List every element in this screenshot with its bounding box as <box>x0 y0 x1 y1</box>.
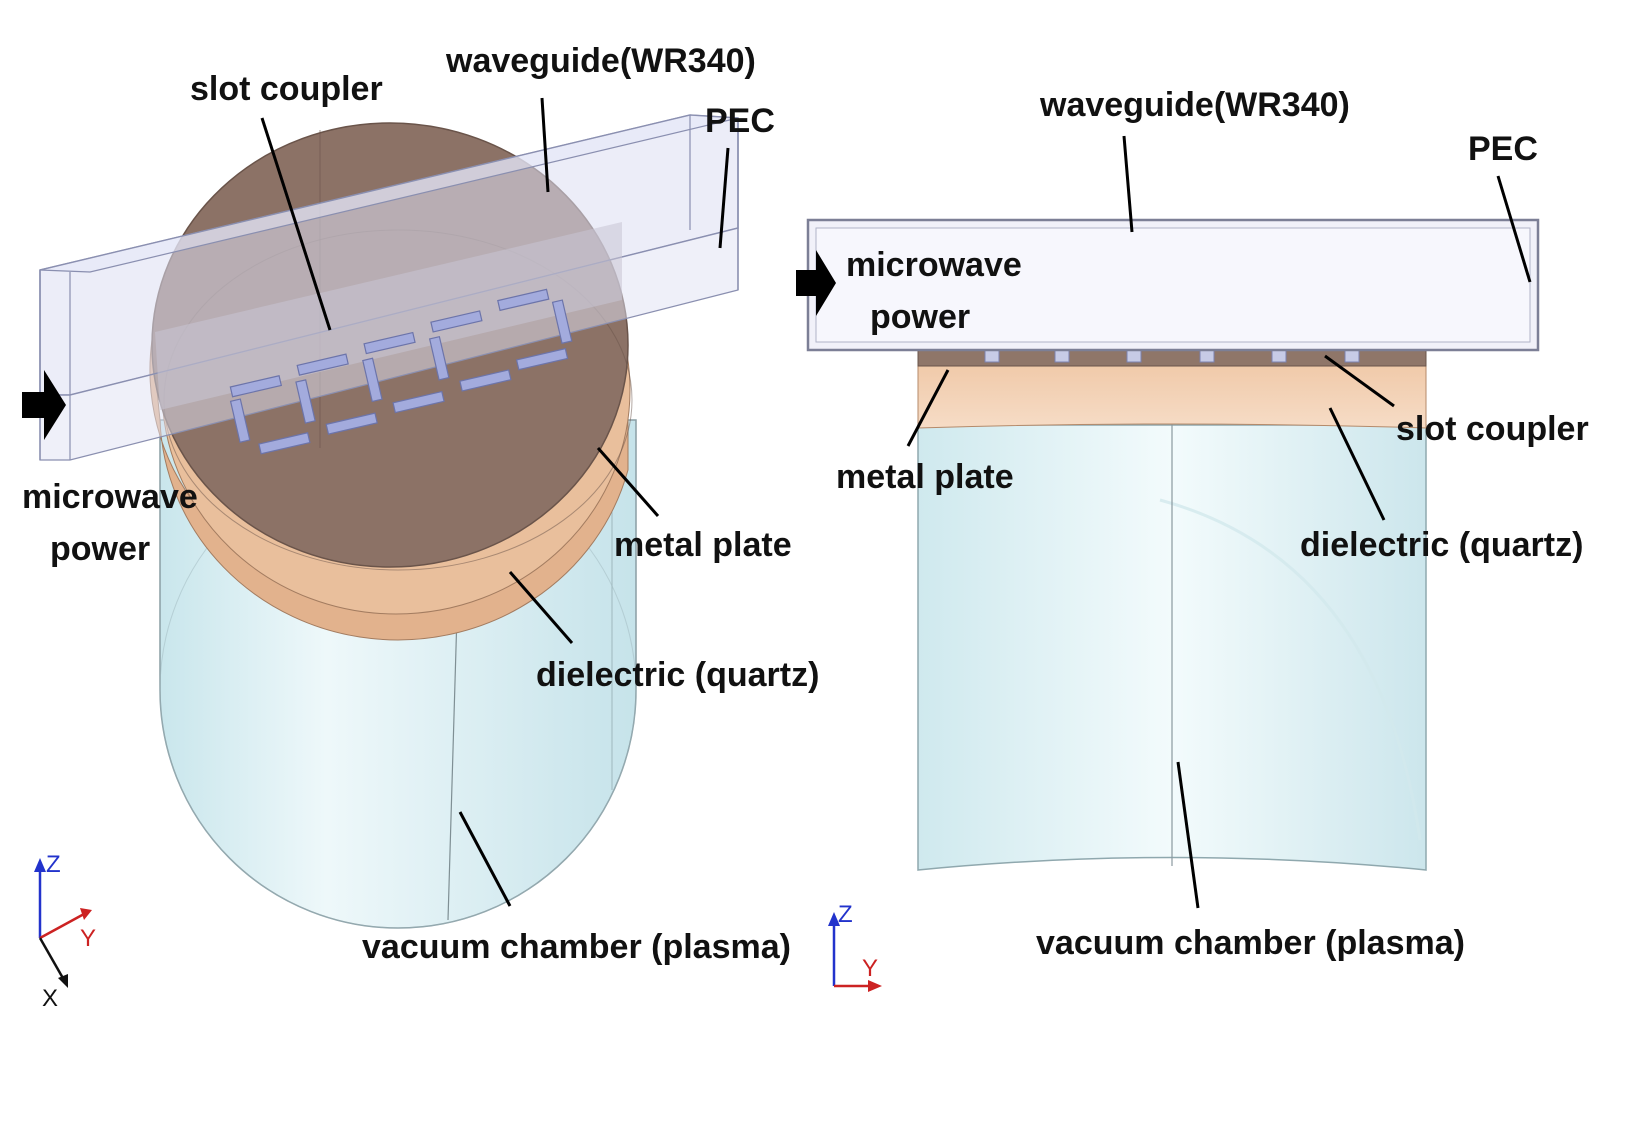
axis-y-right: Y <box>862 955 878 982</box>
microwave-arrow-left <box>22 370 66 440</box>
leader-metal-plate-left <box>596 447 660 517</box>
label-slot-coupler-right: slot coupler <box>1396 410 1589 448</box>
label-metal-plate-right: metal plate <box>836 458 1014 496</box>
microwave-arrow-right <box>796 250 836 316</box>
leader-pec-left <box>718 147 730 249</box>
label-waveguide-left: waveguide(WR340) <box>445 42 756 80</box>
leader-pec-right <box>1496 175 1532 283</box>
axis-x-left: X <box>42 985 58 1012</box>
slot-coupler-left <box>229 288 573 455</box>
axis-z-left: Z <box>46 851 61 878</box>
leader-vacuum-right <box>1176 761 1200 909</box>
label-waveguide-right: waveguide(WR340) <box>1039 86 1350 124</box>
label-vacuum-left: vacuum chamber (plasma) <box>362 928 791 966</box>
waveguide-right <box>806 218 1540 352</box>
axis-z-right: Z <box>838 901 853 928</box>
label-microwave-left: microwave <box>22 478 198 516</box>
label-pec-left: PEC <box>705 102 775 140</box>
leader-vacuum-left <box>458 811 512 907</box>
label-slot-coupler-left: slot coupler <box>190 70 383 108</box>
label-power-right: power <box>870 298 970 336</box>
left-view: slot coupler waveguide(WR340) PEC microw… <box>22 42 819 1012</box>
leader-waveguide-right <box>1122 135 1134 233</box>
label-microwave-right: microwave <box>846 246 1022 284</box>
leader-waveguide-left <box>540 97 550 193</box>
slot-coupler-right <box>984 347 1360 363</box>
axis-triad-left: Z Y X <box>34 851 96 1012</box>
leader-dielectric-right <box>1328 407 1386 521</box>
leader-metal-plate-right <box>906 369 950 447</box>
vacuum-chamber-right <box>917 372 1427 871</box>
label-dielectric-right: dielectric (quartz) <box>1300 526 1583 564</box>
axis-triad-right: Z Y <box>828 901 882 992</box>
label-pec-right: PEC <box>1468 130 1538 168</box>
label-vacuum-right: vacuum chamber (plasma) <box>1036 924 1465 962</box>
dielectric-right <box>917 361 1427 429</box>
leader-dielectric-left <box>508 571 574 644</box>
label-dielectric-left: dielectric (quartz) <box>536 656 819 694</box>
label-metal-plate-left: metal plate <box>614 526 792 564</box>
leader-slot-coupler-left <box>260 117 332 331</box>
axis-y-left: Y <box>80 925 96 952</box>
label-power-left: power <box>50 530 150 568</box>
right-view: waveguide(WR340) PEC microwave power slo… <box>796 86 1589 992</box>
leader-slot-coupler-right <box>1324 354 1395 408</box>
